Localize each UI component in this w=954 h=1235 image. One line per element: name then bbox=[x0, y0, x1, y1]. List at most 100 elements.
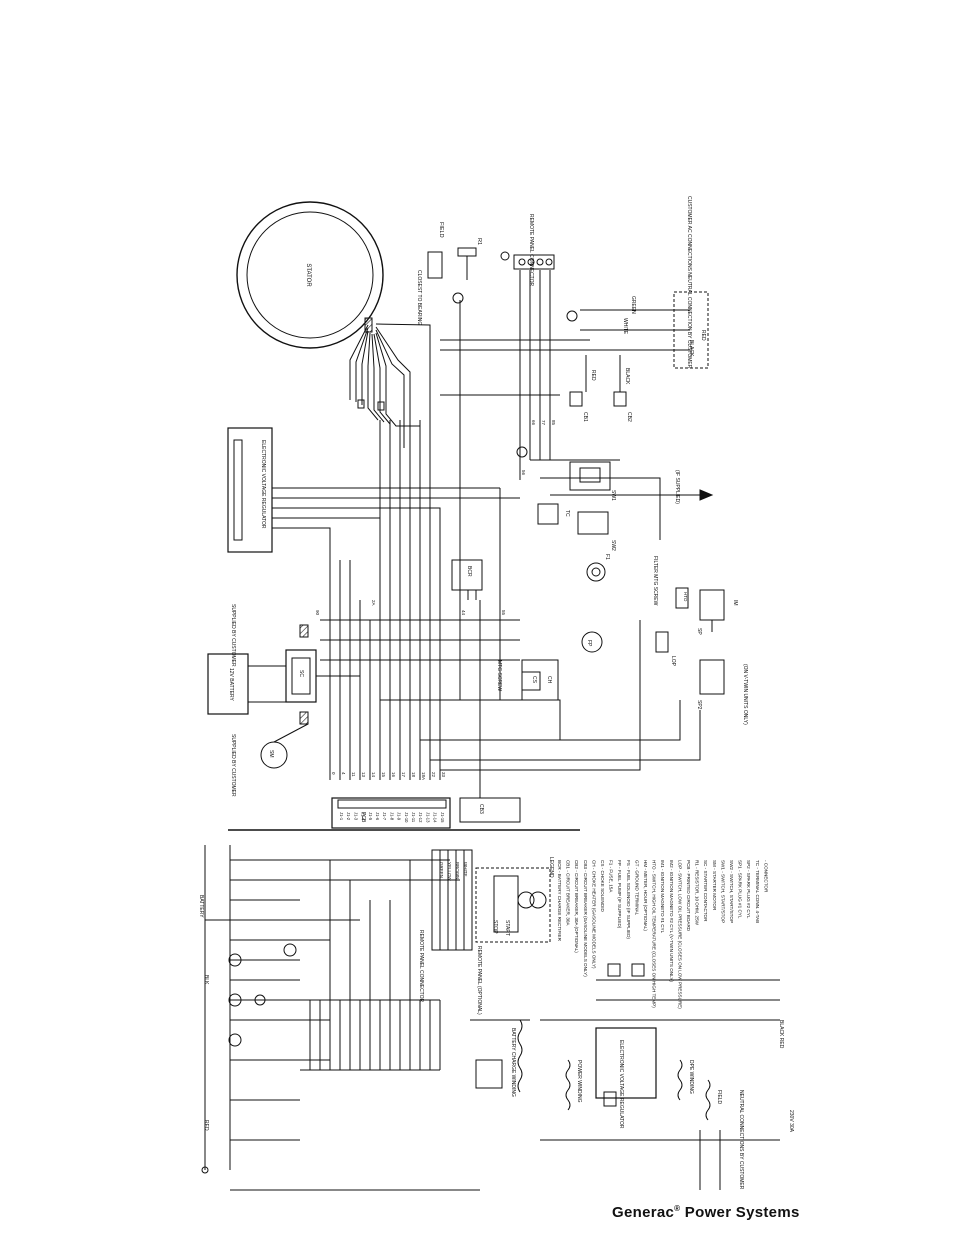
f1-fuse: F1 bbox=[586, 554, 610, 582]
pcb: PCB bbox=[331, 797, 451, 829]
legend-item: SM - STARTER MOTOR bbox=[712, 860, 717, 911]
wire-green: GREEN bbox=[630, 296, 636, 314]
wire-white: WHITE bbox=[622, 318, 628, 335]
battery: 12V BATTERY SUPPLIED BY CUSTOMER SUPPLIE… bbox=[207, 604, 249, 797]
wire-red: RED bbox=[700, 330, 706, 341]
sw1-label: SW1 bbox=[610, 490, 616, 501]
field-assembly: FIELD R1 bbox=[427, 222, 482, 304]
wire-number: 22 bbox=[431, 772, 436, 778]
pcb-pin-label: J1-15 bbox=[440, 812, 445, 823]
legend-items: BCR - BATTERY CHARGE RECTIFIER CB1 - CIRC… bbox=[339, 812, 768, 1009]
wire-number: 66 bbox=[531, 420, 536, 426]
legend-item: CH - CHOKE HEATER (GASOLINE MODELS ONLY) bbox=[591, 860, 596, 969]
legend-item: SW1 - SWITCH, START/STOP bbox=[720, 860, 725, 923]
legend: LEGEND BCR - BATTERY CHARGE RECTIFIER CB1… bbox=[339, 812, 768, 1009]
pcb-pin-label: J1-11 bbox=[411, 812, 416, 823]
stator: STATOR CLOSEST TO BEARING bbox=[236, 201, 422, 349]
cb2-label: CB2 bbox=[626, 412, 632, 422]
choke: CS CH MTG SCREW bbox=[496, 659, 559, 701]
im2-spark-plug: SP2 (ON V-TWIN UNITS ONLY) bbox=[696, 659, 748, 725]
mtg-screw-label: MTG SCREW bbox=[496, 660, 502, 691]
battery-label: 12V BATTERY bbox=[228, 668, 234, 702]
cb3: CB3 bbox=[459, 780, 521, 823]
wire-number: 56 bbox=[521, 470, 526, 476]
wire-color-green: GREEN bbox=[439, 862, 444, 878]
hto-label: HTO bbox=[683, 592, 688, 602]
if-supplied-note: (IF SUPPLIED) bbox=[640, 470, 714, 504]
legend-item: BCR - BATTERY CHARGE RECTIFIER bbox=[557, 860, 562, 942]
pcb-pin-label: J1-8 bbox=[389, 812, 394, 821]
pcb-pin-label: J1-14 bbox=[433, 812, 438, 823]
bcr: BCR bbox=[451, 559, 483, 600]
legend-item: CB2 - CIRCUIT BREAKER, 30A (OPTIONAL) bbox=[574, 860, 579, 953]
schem-pcb-block bbox=[300, 860, 441, 1071]
wire-number: 0 bbox=[331, 772, 336, 775]
wiring-diagram: STATOR CLOSEST TO BEARING FIELD bbox=[207, 196, 748, 829]
wire-color-yellow: YELLOW bbox=[447, 862, 452, 882]
ch-label: CH bbox=[546, 676, 552, 684]
remote-connector-schem-label: REMOTE PANEL CONNECTOR bbox=[418, 930, 424, 1003]
r1-label: R1 bbox=[476, 238, 482, 245]
cb1-label: CB1 bbox=[582, 412, 588, 422]
schem-neutral-label: NEUTRAL CONNECTIONS BY CUSTOMER bbox=[738, 1090, 744, 1190]
supplied-customer-label: SUPPLIED BY CUSTOMER bbox=[230, 604, 236, 667]
legend-item: CB3 - CIRCUIT BREAKER (GASOLINE MODELS O… bbox=[583, 860, 588, 977]
legend-title: LEGEND bbox=[548, 857, 554, 878]
remote-panel-label: REMOTE PANEL (OPTIONAL) bbox=[476, 946, 482, 1015]
wire-number: 44 bbox=[461, 610, 466, 616]
pcb-pin-label: J1-9 bbox=[397, 812, 402, 821]
legend-item: FP - FUEL PUMP (IF SUPPLIED) bbox=[617, 860, 622, 929]
cb-black-label: BLACK bbox=[624, 368, 630, 385]
cb3-label: CB3 bbox=[478, 804, 484, 814]
starter-motor: SM bbox=[260, 723, 309, 769]
schem-red: RED bbox=[203, 1120, 209, 1131]
legend-item: PCB - PRINTED CIRCUIT BOARD bbox=[686, 860, 691, 932]
schem-battery: BATTERY bbox=[198, 895, 204, 918]
battery-rail: BATTERY BLK RED bbox=[198, 845, 231, 1174]
voltage-regulator: ELECTRONIC VOLTAGE REGULATOR bbox=[227, 427, 273, 553]
sm-label: SM bbox=[268, 750, 274, 758]
pcb-pin-label: J1-12 bbox=[418, 812, 423, 823]
schem-field: FIELD bbox=[716, 1090, 722, 1105]
wire-number: 15 bbox=[381, 772, 386, 778]
remote-stop: STOP bbox=[492, 920, 498, 934]
wire-number: 85 bbox=[551, 420, 556, 426]
legend-item: SW2 - SWITCH, START/STOP bbox=[729, 860, 734, 923]
legend-item: GT - GROUND TERMINAL bbox=[634, 860, 639, 916]
legend-item: FS - FUEL SOLENOID (IF SUPPLIED) bbox=[626, 860, 631, 939]
pcb-pin-label: J1-13 bbox=[425, 812, 430, 823]
pcb-pin-label: J1-5 bbox=[368, 812, 373, 821]
legend-item: LOP - SWITCH, LOW OIL PRESSURE (CLOSES O… bbox=[677, 860, 682, 1009]
legend-item: IM1 - IGNITION MAGNETO #1 CYL bbox=[660, 860, 665, 934]
legend-item: SP1 - SPARK PLUG #1 CYL bbox=[738, 860, 743, 919]
schem-black-red: BLACK RED bbox=[778, 1020, 784, 1049]
pcb-pin-label: J1-10 bbox=[404, 812, 409, 823]
wire-number: 16 bbox=[391, 772, 396, 778]
wiring-harness bbox=[272, 270, 701, 780]
brand-suffix: Power Systems bbox=[680, 1204, 800, 1221]
im-label: IM bbox=[732, 600, 738, 606]
remote-panel-connector-top: REMOTE PANEL CONNECTOR bbox=[500, 214, 555, 287]
pcb-pin-label: J1-7 bbox=[382, 812, 387, 821]
legend-item: F1 - FUSE, 15A bbox=[609, 860, 614, 893]
schem-power-winding: POWER WINDING bbox=[576, 1060, 582, 1103]
legend-item: CB1 - CIRCUIT BREAKER, 30A bbox=[566, 860, 571, 926]
schem-bcr: BATTERY CHARGE WINDING bbox=[470, 1019, 530, 1097]
legend-item: R1 - RESISTOR, 10 OHM, 25W bbox=[695, 860, 700, 926]
stator-label: STATOR bbox=[305, 263, 311, 287]
remote-panel-connector-label: REMOTE PANEL CONNECTOR bbox=[528, 214, 534, 287]
brand-reg: ® bbox=[674, 1204, 681, 1213]
customer-ac-box: CUSTOMER AC CONNECTIONS NEUTRAL CONNECTI… bbox=[566, 196, 709, 369]
pcb-pin-label: J1-3 bbox=[353, 812, 358, 821]
bcr-label: BCR bbox=[466, 566, 472, 577]
tc-connector: TC bbox=[537, 503, 570, 525]
tc-label: TC bbox=[564, 510, 570, 517]
cs-label: CS bbox=[531, 676, 537, 684]
vtwin-note: (ON V-TWIN UNITS ONLY) bbox=[742, 664, 748, 725]
wire-number: 17 bbox=[401, 772, 406, 778]
legend-item: HTO - SWITCH, HIGH OIL TEMPERATURE (CLOS… bbox=[652, 860, 657, 1008]
remote-connector-schem: REMOTE PANEL CONNECTOR GREEN YELLOW BROW… bbox=[418, 849, 473, 1003]
filter-mtg-label: FILTER MTG SCREW bbox=[652, 556, 658, 606]
f1-label: F1 bbox=[604, 554, 610, 560]
